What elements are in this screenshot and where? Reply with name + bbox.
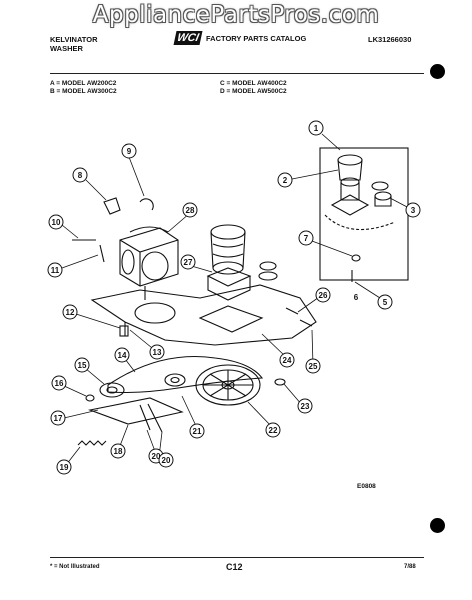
figure-code: E0808	[357, 483, 376, 490]
page-number: C12	[226, 562, 243, 572]
callout-16: 16	[55, 379, 64, 388]
binder-hole-bottom	[430, 518, 445, 533]
callout-13: 13	[153, 348, 162, 357]
callout-25: 25	[309, 362, 318, 371]
footnote: * = Not Illustrated	[50, 564, 100, 570]
callout-1: 1	[314, 124, 319, 133]
callout-22: 22	[269, 426, 278, 435]
model-a: A = MODEL AW200C2	[50, 80, 117, 87]
callout-7: 7	[304, 234, 309, 243]
callout-6: 6	[354, 293, 359, 302]
callout-17: 17	[54, 414, 63, 423]
binder-hole-top	[430, 64, 445, 79]
callout-14: 14	[118, 351, 127, 360]
callout-27: 27	[184, 258, 193, 267]
catalog-title: FACTORY PARTS CATALOG	[206, 34, 307, 43]
callout-21: 21	[193, 427, 202, 436]
callout-5: 5	[383, 298, 388, 307]
catalog-code: LK31266030	[368, 35, 412, 44]
header-divider	[50, 73, 424, 74]
callout-10: 10	[52, 218, 61, 227]
brand-line-2: WASHER	[50, 44, 83, 53]
callout-2: 2	[283, 176, 288, 185]
model-b: B = MODEL AW300C2	[50, 88, 117, 95]
callout-11: 11	[51, 266, 60, 275]
callout-8: 8	[78, 171, 83, 180]
model-c: C = MODEL AW400C2	[220, 80, 287, 87]
callout-28: 28	[186, 206, 195, 215]
callout-15: 15	[78, 361, 87, 370]
callout-9: 9	[127, 147, 132, 156]
callout-20a: 20	[152, 452, 161, 461]
brand-line-1: KELVINATOR	[50, 35, 98, 44]
callout-24: 24	[283, 356, 292, 365]
callout-19: 19	[60, 463, 69, 472]
inset-box	[319, 147, 409, 281]
callout-18: 18	[114, 447, 123, 456]
model-d: D = MODEL AW500C2	[220, 88, 287, 95]
callout-3: 3	[411, 206, 416, 215]
callout-23: 23	[301, 402, 310, 411]
revision-date: 7/88	[404, 564, 416, 570]
callout-12: 12	[66, 308, 75, 317]
footer-divider	[50, 557, 424, 558]
callout-26: 26	[319, 291, 328, 300]
callout-20b: 20	[162, 456, 171, 465]
watermark: AppliancePartsPros.com	[92, 2, 380, 28]
